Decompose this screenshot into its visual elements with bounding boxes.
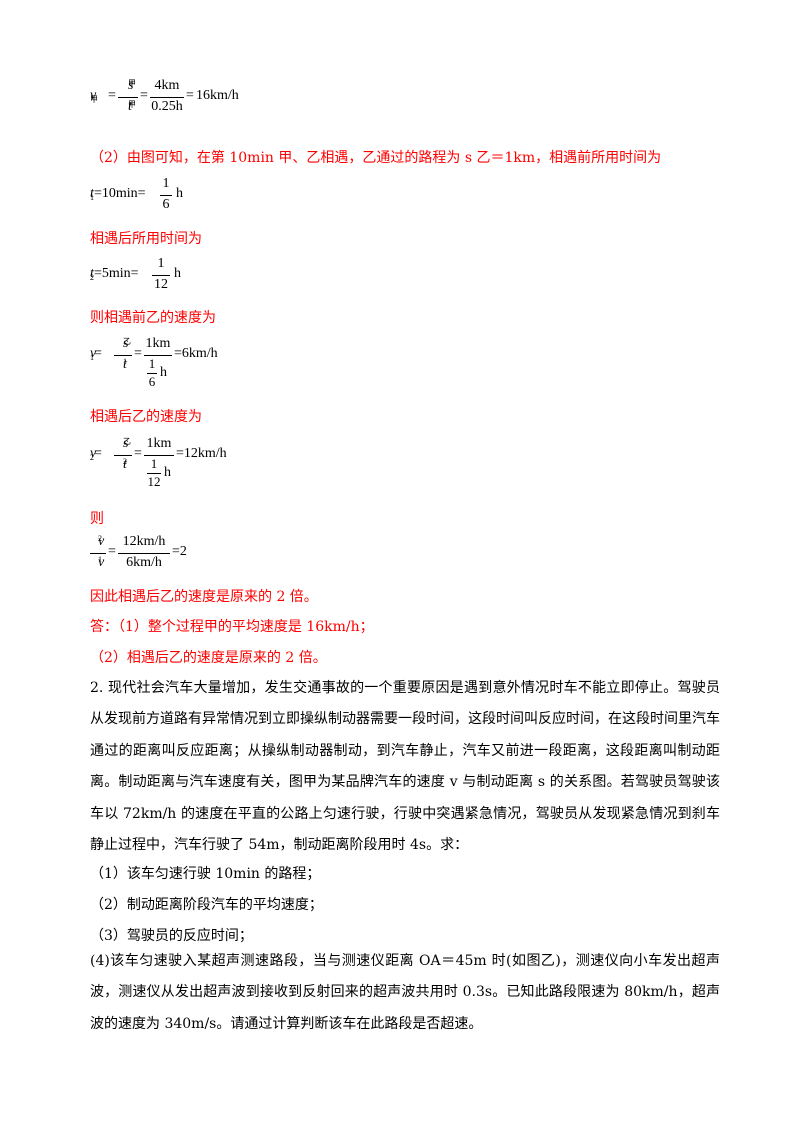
answer-1: 答：（1）整个过程甲的平均速度是 16km/h；: [90, 619, 374, 635]
fraction: 12km/h 6km/h: [118, 534, 170, 574]
fraction: 1 12: [152, 256, 170, 292]
question-3: （3）驾驶员的反应时间；: [90, 928, 253, 944]
fraction: 1 6: [160, 176, 172, 216]
fraction: 4km 0.25h: [150, 78, 184, 114]
question-1: （1）该车匀速行驶 10min 的路程；: [90, 866, 321, 882]
after-meet-time-label: 相遇后所用时间为: [90, 231, 202, 247]
answer-2: （2）相遇后乙的速度是原来的 2 倍。: [90, 650, 327, 666]
part2-intro: （2）由图可知，在第 10min 甲、乙相遇，乙通过的路程为 s 乙＝1km，相…: [90, 150, 662, 166]
conclusion: 因此相遇后乙的速度是原来的 2 倍。: [90, 589, 318, 605]
problem-2-statement: 2. 现代社会汽车大量增加，发生交通事故的一个重要原因是遇到意外情况时车不能立即…: [90, 680, 720, 854]
fraction: 1km 1 6 h: [144, 336, 172, 389]
fraction: 1km 1 12 h: [144, 436, 174, 492]
question-2: （2）制动距离阶段汽车的平均速度；: [90, 897, 323, 913]
speed-before-label: 则相遇前乙的速度为: [90, 310, 216, 326]
then-label: 则: [90, 511, 104, 527]
speed-after-label: 相遇后乙的速度为: [90, 409, 202, 425]
question-4: (4)该车匀速驶入某超声测速路段，当与测速仪距离 OA＝45m 时(如图乙)，测…: [90, 953, 720, 1032]
